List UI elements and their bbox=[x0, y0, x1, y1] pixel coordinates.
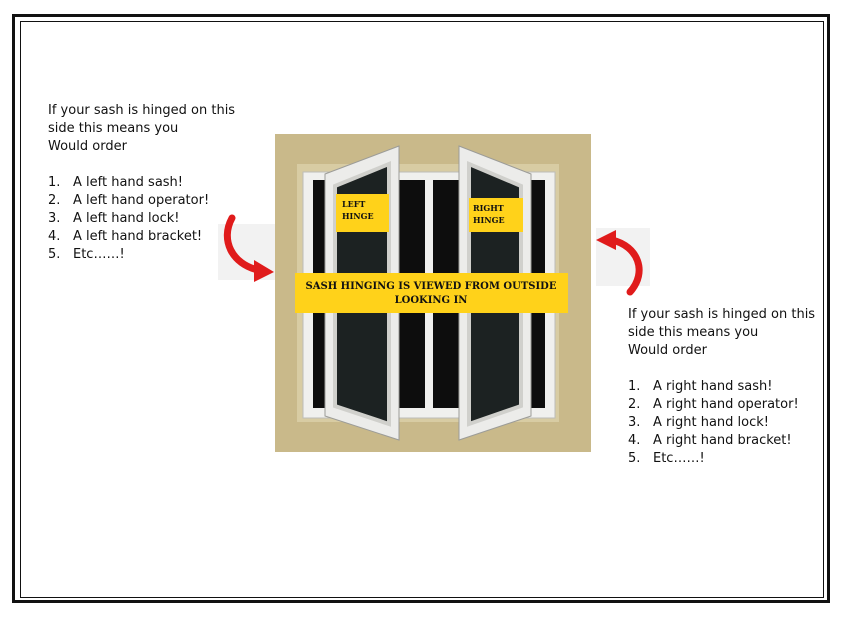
casement-window-photo: LEFT HINGE RIGHT HINGE SASH HINGING IS V… bbox=[275, 134, 591, 452]
list-item: 2. A left hand operator! bbox=[48, 192, 258, 210]
list-number: 1. bbox=[48, 175, 61, 190]
list-number: 1. bbox=[628, 379, 641, 394]
list-number: 5. bbox=[628, 451, 641, 466]
left-note-list: 1. A left hand sash! 2. A left hand operat… bbox=[48, 174, 258, 264]
page-border-inner bbox=[20, 21, 824, 598]
right-note-line-2: side this means you bbox=[628, 325, 759, 340]
left-note-line-3: Would order bbox=[48, 139, 127, 154]
right-hinge-word-2: HINGE bbox=[473, 215, 505, 225]
list-item: 1. A right hand sash! bbox=[628, 378, 838, 396]
list-number: 3. bbox=[628, 415, 641, 430]
list-number: 4. bbox=[48, 229, 61, 244]
left-note-line-1: If your sash is hinged on this bbox=[48, 103, 236, 118]
viewing-note-banner bbox=[295, 273, 568, 313]
left-hinge-tag bbox=[336, 194, 389, 232]
left-note-line-2: side this means you bbox=[48, 121, 179, 136]
right-hinge-word-1: RIGHT bbox=[473, 203, 504, 213]
page-border-outer bbox=[12, 14, 830, 603]
left-hand-note: If your sash is hinged on this side this… bbox=[48, 102, 258, 264]
left-hinge-word-1: LEFT bbox=[342, 199, 365, 209]
list-item: 1. A left hand sash! bbox=[48, 174, 258, 192]
list-item: 2. A right hand operator! bbox=[628, 396, 838, 414]
list-item: 4. A left hand bracket! bbox=[48, 228, 258, 246]
right-hinge-tag bbox=[469, 198, 523, 232]
list-text: A left hand operator! bbox=[73, 193, 210, 208]
list-text: A left hand bracket! bbox=[73, 229, 203, 244]
list-number: 2. bbox=[48, 193, 61, 208]
list-text: Etc……! bbox=[653, 451, 705, 466]
left-hinge-word-2: HINGE bbox=[342, 211, 374, 221]
list-item: 3. A left hand lock! bbox=[48, 210, 258, 228]
list-item: 5. Etc……! bbox=[48, 246, 258, 264]
right-note-line-1: If your sash is hinged on this bbox=[628, 307, 816, 322]
list-item: 4. A right hand bracket! bbox=[628, 432, 838, 450]
list-text: A right hand bracket! bbox=[653, 433, 792, 448]
list-number: 4. bbox=[628, 433, 641, 448]
right-hand-note: If your sash is hinged on this side this… bbox=[628, 306, 838, 468]
right-curved-arrow-icon bbox=[596, 228, 650, 296]
right-note-line-3: Would order bbox=[628, 343, 707, 358]
list-text: A right hand operator! bbox=[653, 397, 799, 412]
right-note-list: 1. A right hand sash! 2. A right hand oper… bbox=[628, 378, 838, 468]
list-text: A right hand sash! bbox=[653, 379, 773, 394]
left-curved-arrow-icon bbox=[218, 214, 276, 282]
list-item: 5. Etc……! bbox=[628, 450, 838, 468]
list-text: A left hand lock! bbox=[73, 211, 180, 226]
list-item: 3. A right hand lock! bbox=[628, 414, 838, 432]
list-number: 5. bbox=[48, 247, 61, 262]
list-text: A right hand lock! bbox=[653, 415, 769, 430]
list-text: Etc……! bbox=[73, 247, 125, 262]
list-number: 2. bbox=[628, 397, 641, 412]
list-number: 3. bbox=[48, 211, 61, 226]
list-text: A left hand sash! bbox=[73, 175, 184, 190]
banner-line-1: SASH HINGING IS VIEWED FROM OUTSIDE bbox=[306, 281, 557, 292]
banner-line-2: LOOKING IN bbox=[395, 295, 468, 306]
